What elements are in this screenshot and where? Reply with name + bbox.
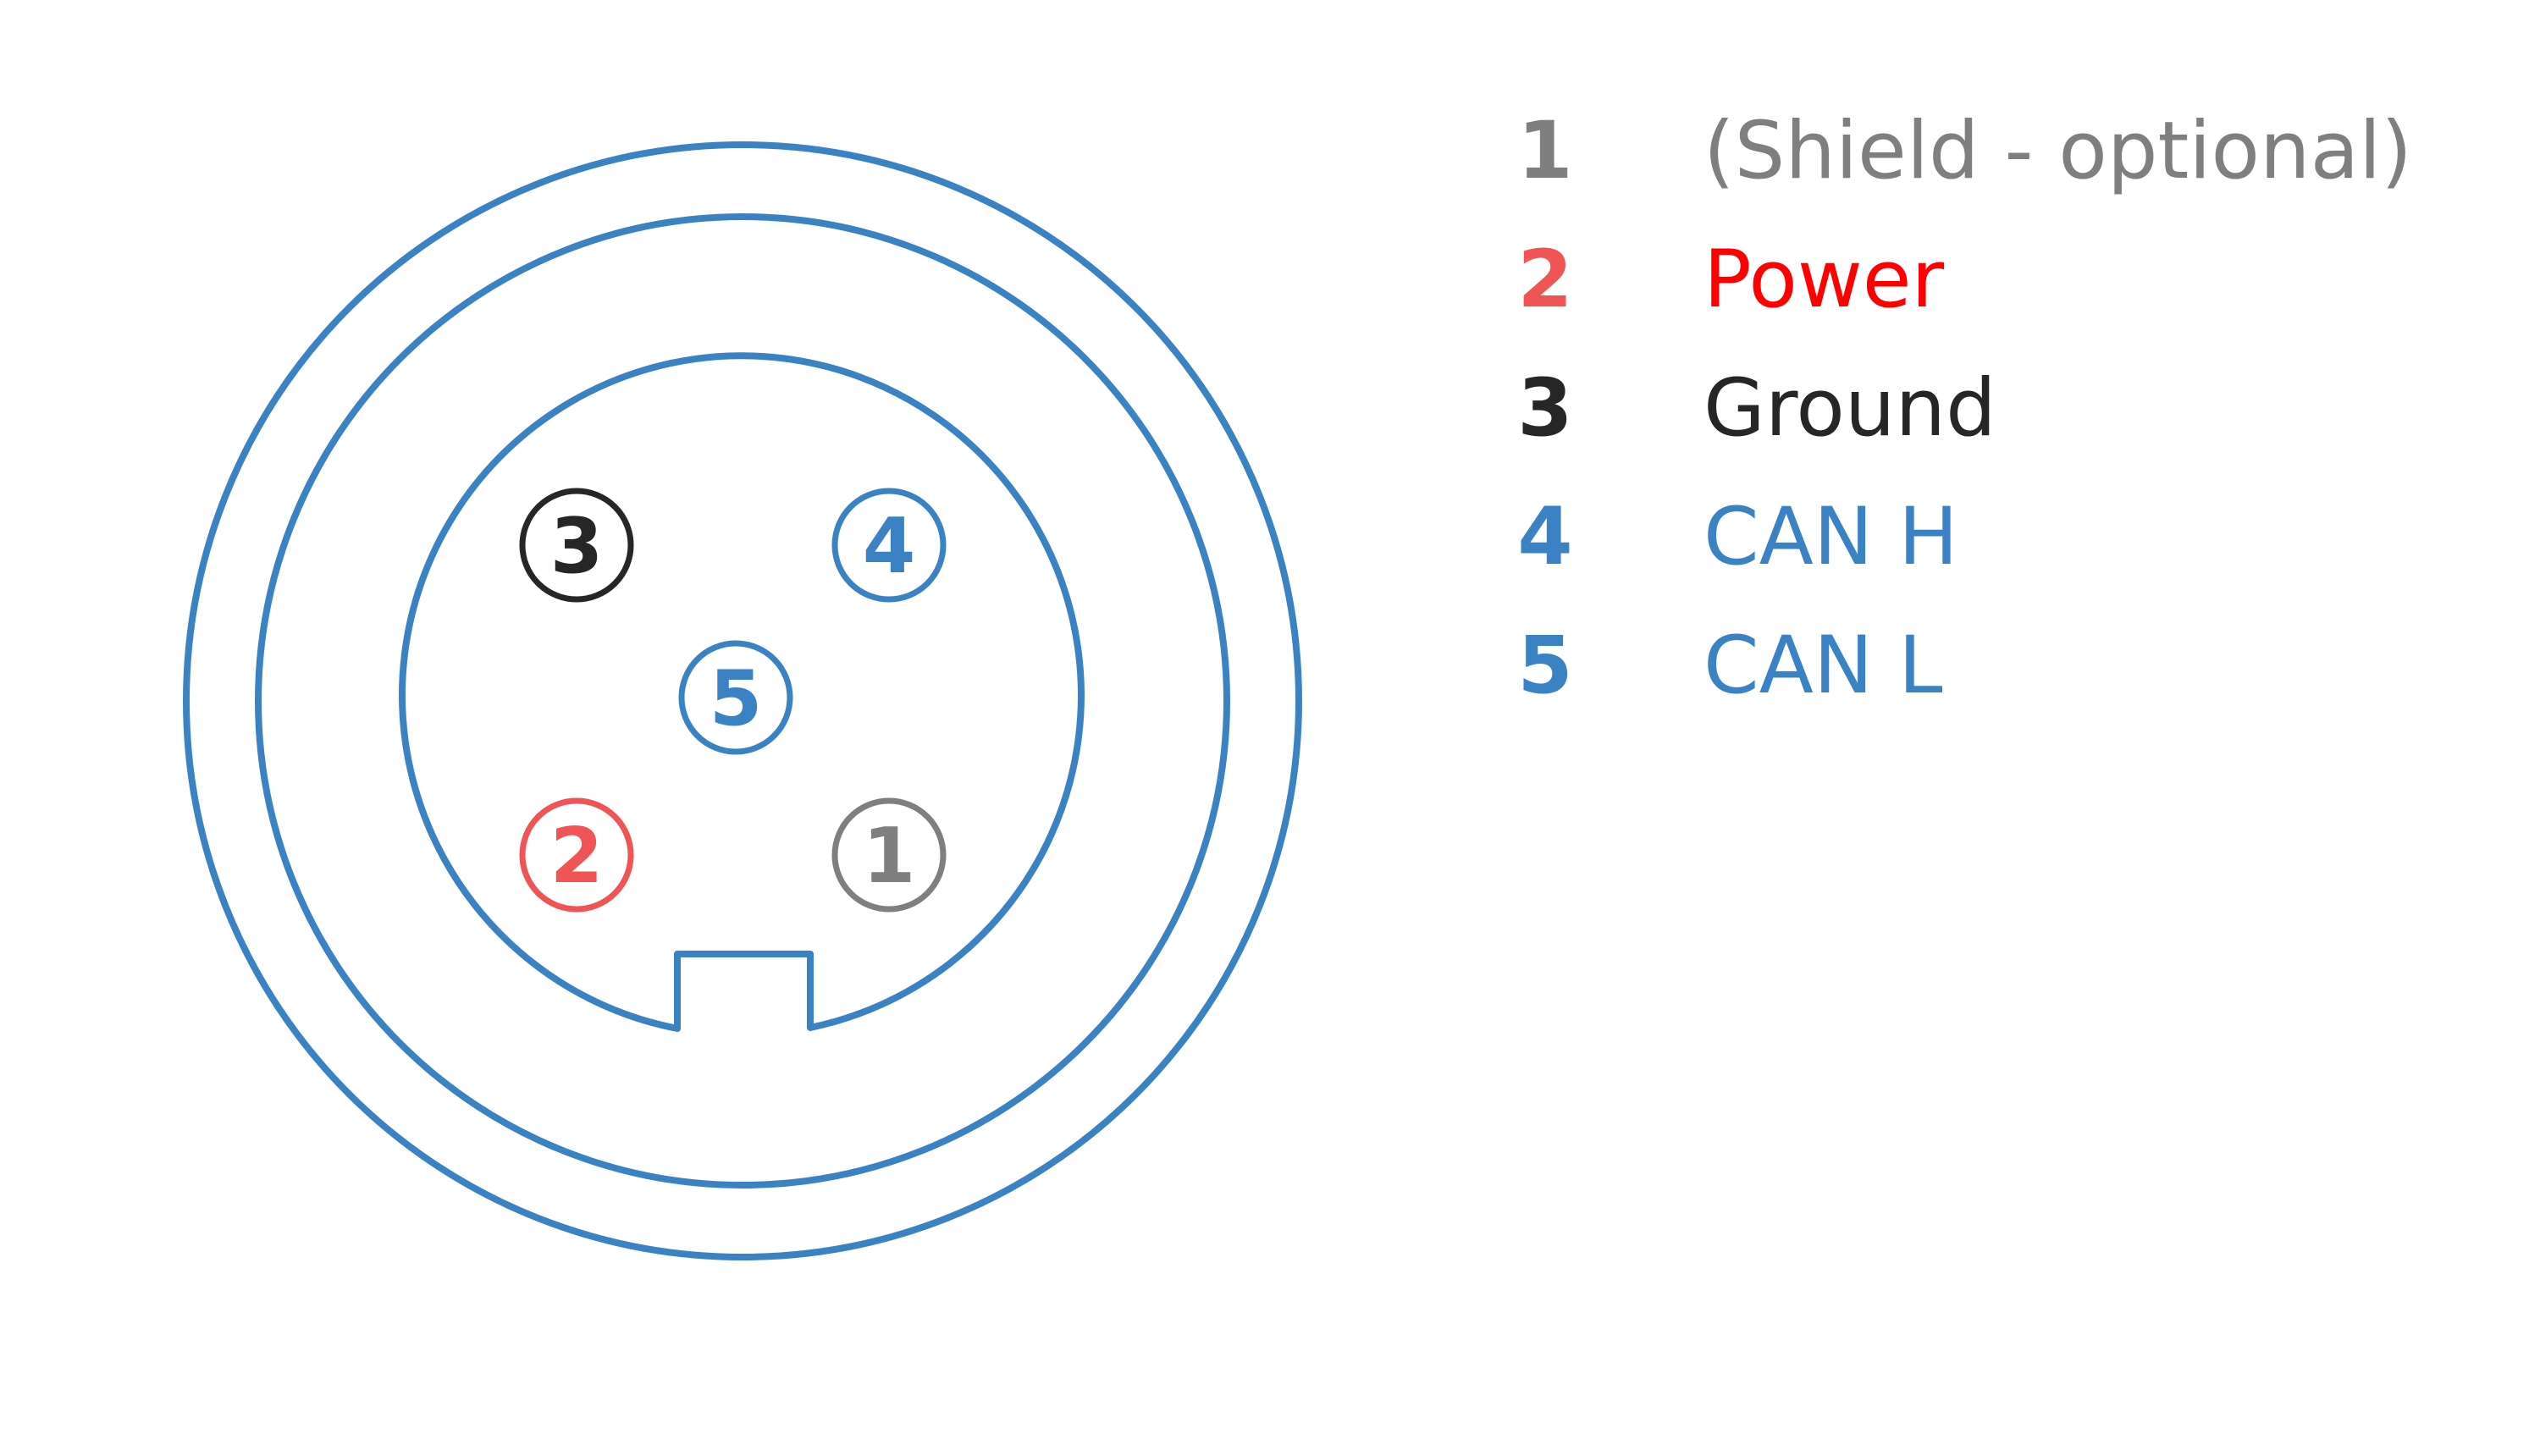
middle-ring [255, 213, 1230, 1189]
pin-legend: 1 (Shield - optional) 2 Power 3 Ground 4 CAN H 5… [1517, 105, 2412, 712]
legend-row-4: 4 CAN H [1517, 491, 1958, 583]
legend-pin-number: 4 [1517, 491, 1572, 583]
pin-circle [831, 488, 947, 603]
outer-ring [183, 141, 1302, 1260]
pin-number: 5 [710, 654, 763, 743]
pin-number: 3 [550, 502, 604, 591]
legend-pin-function: (Shield - optional) [1703, 105, 2412, 197]
legend-row-3: 3 Ground [1517, 362, 1996, 455]
connector-face [183, 141, 1302, 1260]
legend-pin-number: 1 [1517, 105, 1572, 197]
legend-pin-number: 2 [1517, 234, 1572, 326]
legend-row-5: 5 CAN L [1517, 620, 1942, 712]
legend-row-2: 2 Power [1517, 234, 1944, 326]
pin-number: 2 [550, 812, 604, 901]
pin-group: 1 2 3 4 5 [519, 488, 947, 913]
legend-row-1: 1 (Shield - optional) [1517, 105, 2412, 197]
pin-number: 4 [863, 502, 916, 591]
legend-pin-function: CAN H [1703, 491, 1958, 583]
pin-number: 1 [863, 812, 916, 901]
pin-5: 5 [678, 640, 793, 755]
pin-circle [519, 488, 634, 603]
legend-pin-number: 3 [1517, 362, 1572, 455]
pin-circle [831, 797, 947, 913]
inner-ring-with-key-notch [399, 352, 1085, 1032]
legend-pin-function: CAN L [1703, 620, 1943, 712]
pin-circle [678, 640, 793, 755]
legend-pin-number: 5 [1517, 620, 1572, 712]
pin-3: 3 [519, 488, 634, 603]
pin-1: 1 [831, 797, 947, 913]
pin-circle [519, 797, 634, 913]
legend-pin-function: Power [1703, 234, 1945, 326]
legend-pin-function: Ground [1703, 362, 1996, 455]
pin-2: 2 [519, 797, 634, 913]
pin-4: 4 [831, 488, 947, 603]
